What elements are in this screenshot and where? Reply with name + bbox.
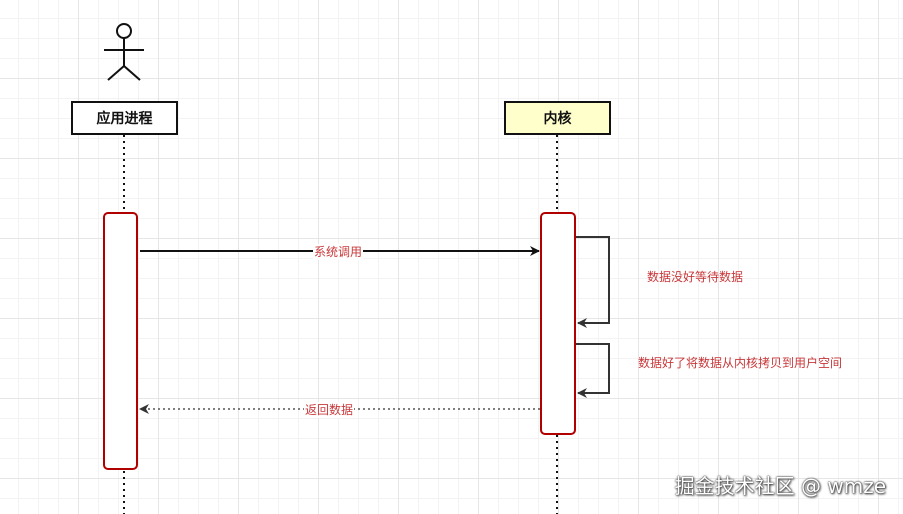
wait-data-label: 数据没好等待数据	[647, 270, 744, 284]
activation-app-process	[103, 212, 138, 470]
participant-kernel: 内核	[504, 101, 611, 135]
system-call-label: 系统调用	[313, 244, 364, 260]
participant-app-process-label: 应用进程	[96, 111, 153, 127]
wait-self-arrow	[576, 236, 610, 328]
participant-app-process: 应用进程	[71, 101, 178, 135]
watermark: 掘金技术社区 @ wmze	[674, 474, 886, 498]
participant-kernel-label: 内核	[543, 111, 572, 127]
copy-self-arrow	[576, 343, 610, 398]
activation-kernel	[540, 212, 576, 435]
return-data-label: 返回数据	[304, 402, 355, 418]
actor-icon	[104, 23, 144, 81]
copy-data-label: 数据好了将数据从内核拷贝到用户空间	[637, 356, 842, 370]
